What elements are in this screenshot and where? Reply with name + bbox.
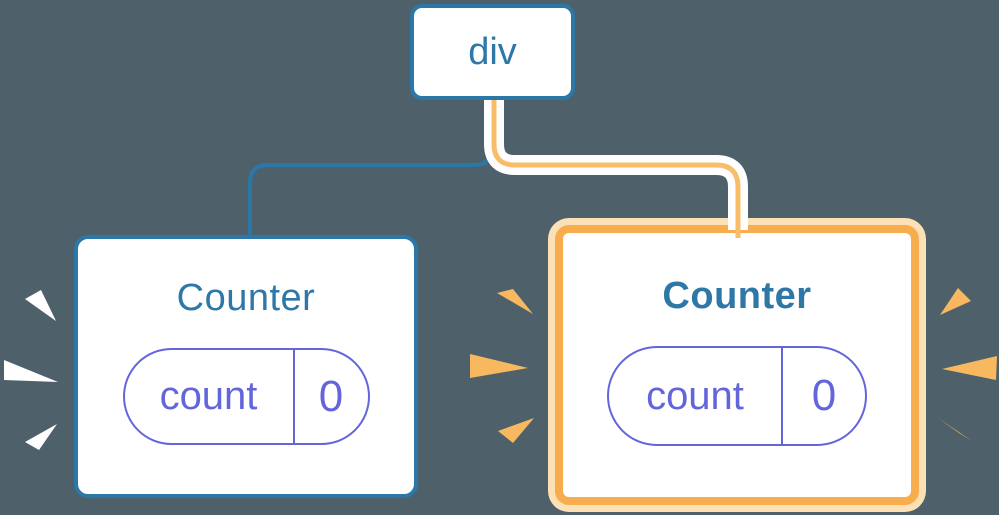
spark-mark-middle-top bbox=[497, 289, 533, 314]
spark-mark-left-bottom bbox=[25, 424, 57, 450]
right-counter-state-pill: count 0 bbox=[607, 346, 867, 446]
right-state-value: 0 bbox=[781, 348, 865, 444]
edge-div-to-left-counter bbox=[248, 100, 494, 237]
spark-mark-right-bottom bbox=[938, 418, 972, 441]
spark-mark-middle-bottom bbox=[498, 418, 534, 443]
left-counter-node: Counter count 0 bbox=[74, 235, 418, 498]
edge-div-to-right-counter-casing bbox=[484, 98, 748, 230]
right-counter-title: Counter bbox=[662, 275, 812, 317]
left-counter-state-pill: count 0 bbox=[122, 348, 370, 445]
spark-mark-right-top bbox=[940, 288, 971, 315]
spark-mark-left-middle bbox=[4, 360, 58, 382]
left-state-value: 0 bbox=[292, 350, 368, 443]
left-counter-title: Counter bbox=[176, 277, 316, 319]
spark-mark-middle-middle bbox=[470, 354, 528, 378]
edge-div-to-right-counter bbox=[491, 98, 741, 238]
spark-mark-right-middle bbox=[942, 356, 997, 380]
root-node-label: div bbox=[468, 30, 517, 73]
root-node-div: div bbox=[410, 4, 575, 100]
spark-mark-left-top bbox=[25, 290, 56, 321]
right-state-key: count bbox=[646, 373, 744, 418]
right-counter-node: Counter count 0 bbox=[555, 225, 919, 505]
left-state-key: count bbox=[159, 374, 258, 418]
